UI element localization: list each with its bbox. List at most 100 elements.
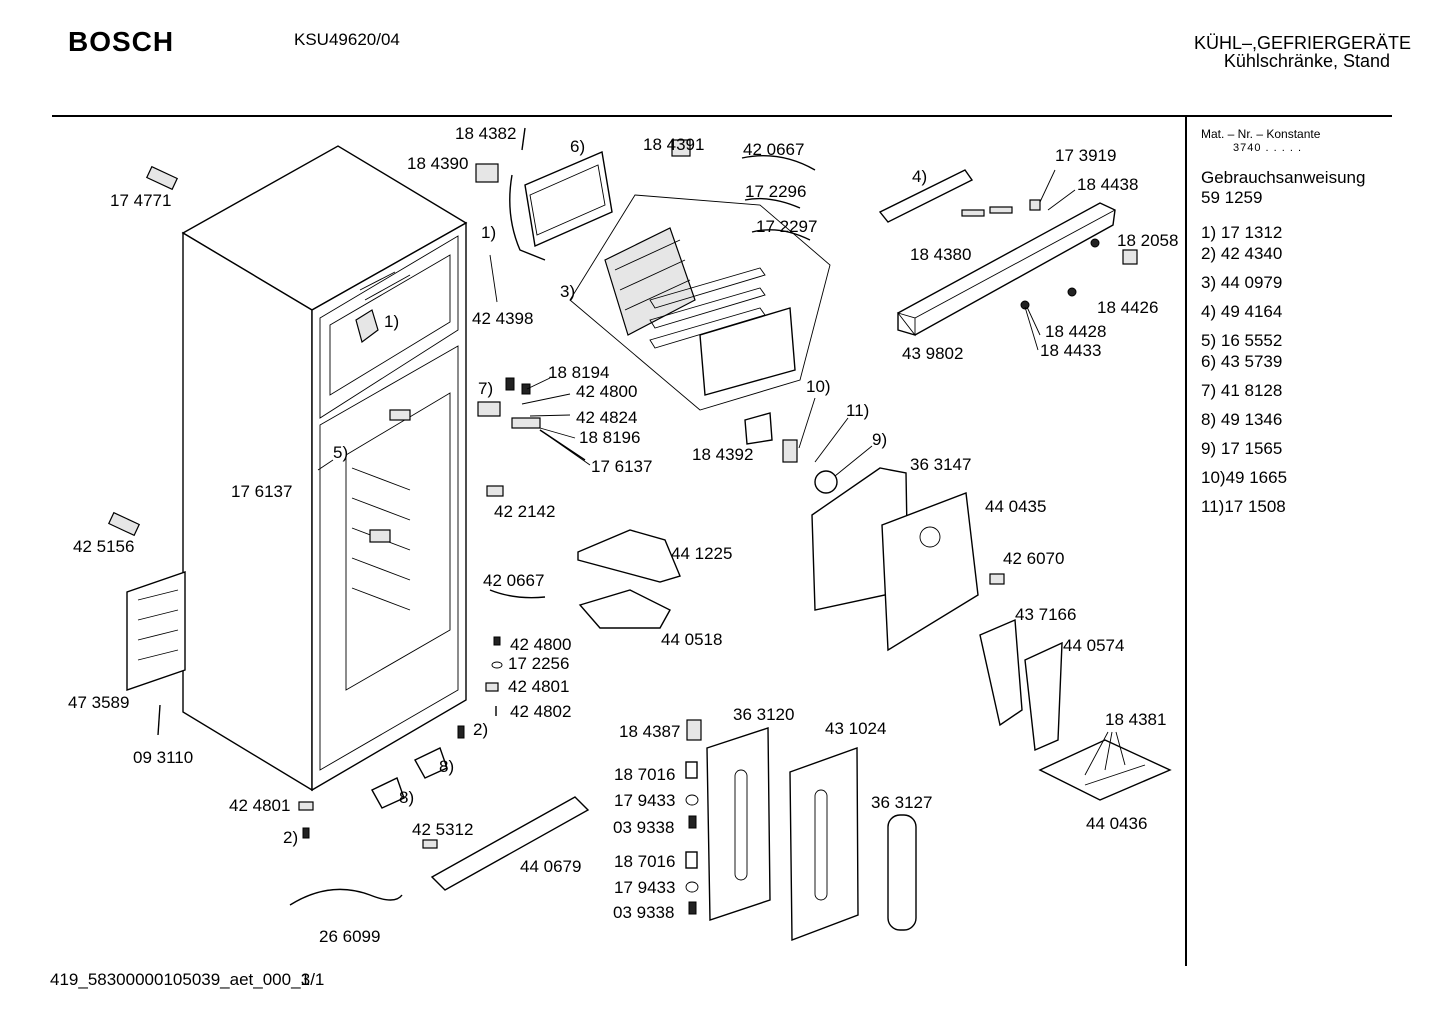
part-label: 42 0667 (483, 571, 544, 590)
part-label: 03 9338 (613, 818, 674, 837)
door-panels (685, 719, 917, 942)
part-label: 09 3110 (133, 748, 193, 767)
part-label: 26 6099 (319, 927, 380, 946)
part-label: 18 4392 (692, 445, 753, 464)
part-label: 18 8196 (579, 428, 640, 447)
part-label: 9) (872, 430, 887, 449)
part-label: 42 0667 (743, 140, 804, 159)
brand-logo: BOSCH (68, 26, 175, 57)
part-label: 44 0518 (661, 630, 722, 649)
part-label: 8) (439, 757, 454, 776)
part-label: 5) (333, 443, 348, 462)
document-footer: 419_58300000105039_aet_000_1 3/1 (50, 970, 324, 990)
kit-item: 9) 17 1565 (1201, 439, 1283, 458)
part-label: 18 4391 (643, 135, 704, 154)
category-subtitle: Kühlschränke, Stand (1223, 51, 1390, 71)
part-label: 42 4801 (508, 677, 569, 696)
part-label: 42 4802 (510, 702, 571, 721)
part-label: 44 1225 (671, 544, 732, 563)
part-label: 17 2296 (745, 182, 806, 201)
part-label: 2) (473, 720, 488, 739)
part-label: 42 5156 (73, 537, 134, 556)
part-label: 18 4438 (1077, 175, 1138, 194)
part-label: 1) (481, 223, 496, 242)
part-label: 17 2297 (756, 217, 817, 236)
sidebar-divider (1185, 116, 1187, 966)
part-label: 42 4800 (576, 382, 637, 401)
part-label: 42 2142 (494, 502, 555, 521)
doc-id: 419_58300000105039_aet_000_1 (50, 970, 310, 989)
part-label: 18 7016 (614, 852, 675, 871)
kit-item: 4) 49 4164 (1201, 302, 1283, 321)
hinges-and-fasteners (289, 636, 503, 906)
part-label: 11) (846, 401, 869, 420)
part-label: 42 6070 (1003, 549, 1064, 568)
part-label: 44 0679 (520, 857, 581, 876)
part-label: 6) (570, 137, 585, 156)
kit-item: 11)17 1508 (1201, 497, 1286, 516)
part-label: 18 8194 (548, 363, 609, 382)
kit-item: 8) 49 1346 (1201, 410, 1283, 429)
header-divider (52, 115, 1392, 117)
manual-number: 59 1259 (1201, 188, 1263, 207)
part-label: 17 6137 (231, 482, 292, 501)
leader-lines (317, 169, 1126, 776)
thermostat-parts (477, 377, 773, 497)
kit-item: 7) 41 8128 (1201, 381, 1283, 400)
part-label: 36 3127 (871, 793, 932, 812)
part-label: 18 4428 (1045, 322, 1106, 341)
part-label: 18 4426 (1097, 298, 1158, 317)
part-label: 18 4433 (1040, 341, 1101, 360)
part-label: 44 0574 (1063, 636, 1124, 655)
part-labels: 17 4771 18 4382 18 4390 6) 18 4391 42 06… (68, 124, 1178, 946)
part-label: 36 3120 (733, 705, 794, 724)
part-label: 42 5312 (412, 820, 473, 839)
part-label: 1) (384, 312, 399, 331)
part-label: 18 4381 (1105, 710, 1166, 729)
part-label: 18 4380 (910, 245, 971, 264)
manual-label: Gebrauchsanweisung (1201, 168, 1366, 187)
sidebar-parts-list: Mat. – Nr. – Konstante 3740 . . . . . Ge… (1201, 127, 1401, 517)
kit-item: 2) 42 4340 (1201, 244, 1283, 263)
part-label: 42 4801 (229, 796, 290, 815)
part-label: 2) (283, 828, 298, 847)
part-label: 18 2058 (1117, 231, 1178, 250)
control-panel (878, 169, 1138, 337)
kit-item: 6) 43 5739 (1201, 352, 1283, 371)
part-label: 17 6137 (591, 457, 652, 476)
kit-item: 5) 16 5552 (1201, 331, 1283, 350)
part-label: 18 7016 (614, 765, 675, 784)
part-label: 43 1024 (825, 719, 886, 738)
drawer-rails (489, 529, 681, 629)
part-label: 18 4390 (407, 154, 468, 173)
part-label: 18 4382 (455, 124, 516, 143)
part-label: 03 9338 (613, 903, 674, 922)
mat-label: Mat. – Nr. – Konstante (1201, 127, 1321, 141)
part-label: 17 3919 (1055, 146, 1116, 165)
part-label: 44 0436 (1086, 814, 1147, 833)
part-label: 42 4800 (510, 635, 571, 654)
freezer-frame-6 (475, 127, 613, 261)
part-label: 43 7166 (1015, 605, 1076, 624)
part-label: 10) (806, 377, 831, 396)
model-number: KSU49620/04 (294, 30, 400, 49)
door-handle (430, 796, 590, 891)
page-number: 3/1 (300, 970, 325, 989)
kit-item: 10)49 1665 (1201, 468, 1288, 487)
part-label: 17 4771 (110, 191, 171, 210)
fan-assembly (782, 439, 1005, 652)
part-label: 42 4824 (576, 408, 637, 427)
kit-list: 1) 17 1312 2) 42 4340 3) 44 0979 4) 49 4… (1201, 222, 1401, 517)
fridge-cabinet (181, 145, 468, 792)
evaporator-3 (569, 139, 831, 411)
part-label: 42 4398 (472, 309, 533, 328)
category-title: KÜHL–,GEFRIERGERÄTE (1193, 33, 1411, 53)
part-label: 44 0435 (985, 497, 1046, 516)
kit-item: 3) 44 0979 (1201, 273, 1283, 292)
left-parts (107, 165, 186, 736)
part-label: 47 3589 (68, 693, 129, 712)
part-label: 36 3147 (910, 455, 971, 474)
part-label: 7) (478, 379, 493, 398)
part-label: 4) (912, 167, 927, 186)
